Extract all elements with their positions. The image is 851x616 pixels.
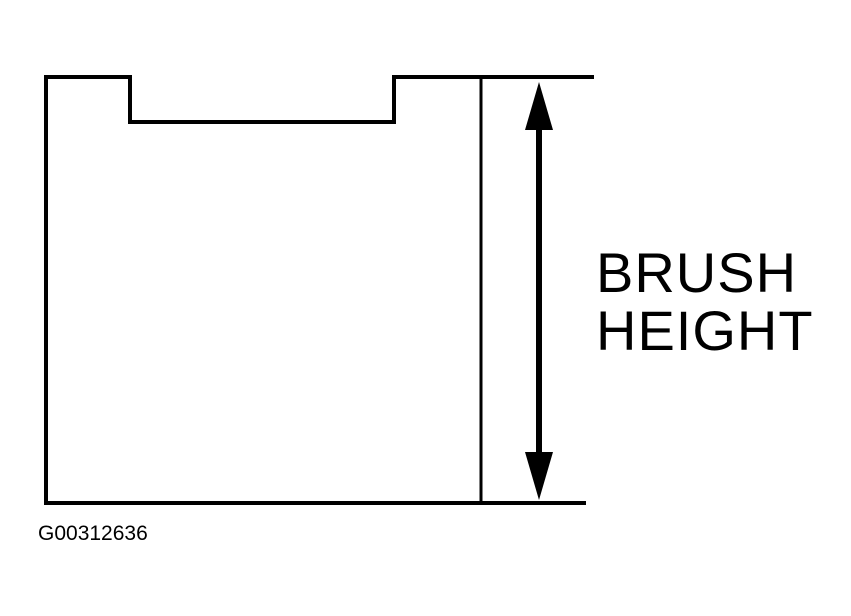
- label-height: HEIGHT: [596, 299, 814, 362]
- figure-id: G00312636: [38, 522, 148, 545]
- arrow-head-down: [525, 452, 553, 500]
- brush-outline: [44, 75, 483, 503]
- label-brush: BRUSH: [596, 241, 797, 304]
- arrow-head-up: [525, 82, 553, 130]
